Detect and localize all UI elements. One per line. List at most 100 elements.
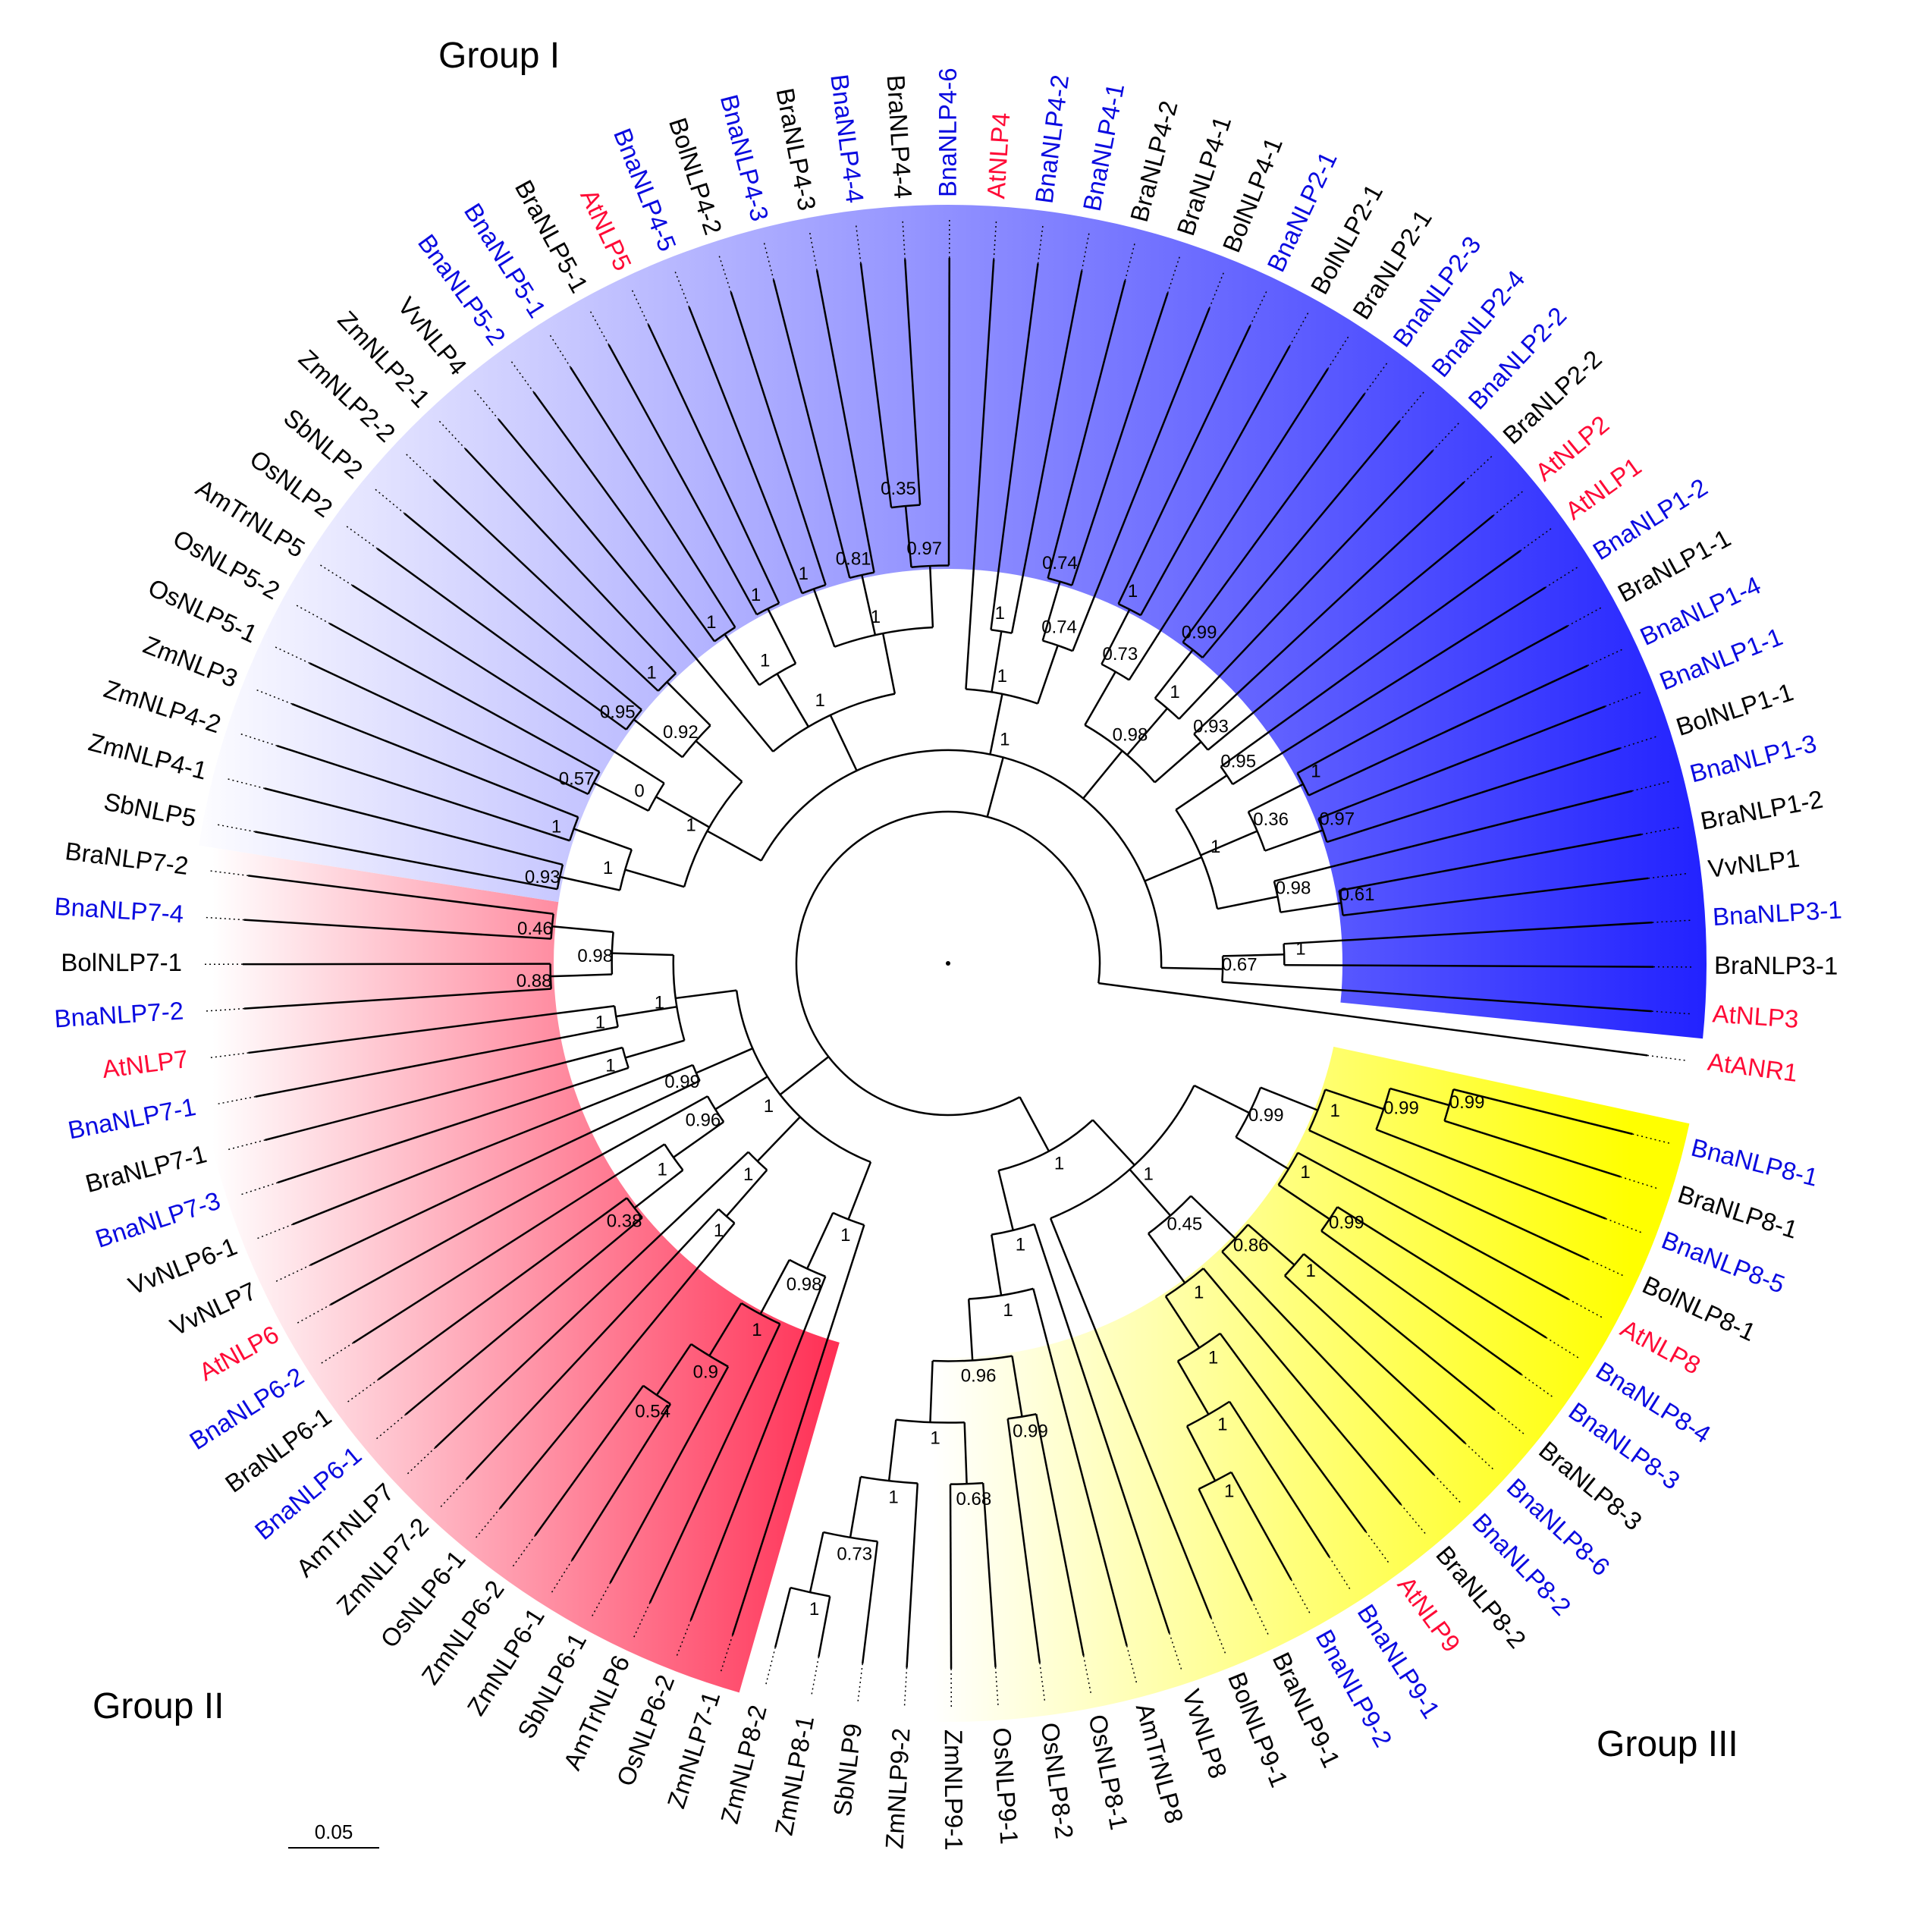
taxon-label: BnaNLP7-1 [66, 1092, 199, 1145]
support-value: 1 [686, 815, 696, 835]
tree-branch [1145, 857, 1201, 881]
tree-branch [616, 1007, 677, 1016]
support-value: 1 [997, 666, 1007, 686]
support-value: 0.74 [1041, 617, 1077, 638]
support-value: 1 [840, 1225, 850, 1246]
support-value: 0.99 [1182, 623, 1217, 643]
support-value: 1 [799, 564, 809, 584]
tree-branch [612, 953, 674, 955]
tree-branch [807, 1213, 833, 1269]
taxon-label: OsNLP8-1 [1084, 1712, 1134, 1832]
tree-branch [1093, 1120, 1135, 1165]
support-value: 0.67 [1222, 955, 1258, 975]
support-value: 0.61 [1339, 884, 1375, 905]
support-value: 1 [1210, 837, 1220, 857]
group-2-title: Group II [93, 1685, 224, 1727]
taxon-label: BraNLP4-3 [771, 86, 821, 212]
support-value: 1 [1016, 1235, 1025, 1255]
tree-branch [552, 926, 614, 932]
taxon-label: BolNLP7-1 [61, 948, 182, 976]
taxon-label: SbNLP5 [102, 787, 199, 832]
support-value: 0.99 [1329, 1213, 1364, 1233]
support-value: 0.97 [1319, 809, 1355, 829]
taxon-label: BnaNLP1-3 [1687, 729, 1819, 788]
support-value: 0.35 [881, 479, 916, 499]
support-value: 1 [1170, 682, 1179, 702]
taxon-label: BraNLP1-2 [1698, 785, 1825, 835]
taxon-label: ZmNLP8-2 [715, 1702, 772, 1827]
tree-branch [1280, 903, 1341, 912]
support-value: 0.86 [1233, 1236, 1269, 1256]
group-3-clade-shading [739, 1047, 1690, 1722]
taxon-label: VvNLP1 [1707, 843, 1801, 882]
taxon-label: BnaNLP4-4 [825, 73, 869, 205]
tree-branch [1155, 742, 1201, 782]
tree-branch [625, 1041, 684, 1058]
support-value: 1 [658, 1159, 667, 1180]
taxon-label: BnaNLP4-1 [1078, 81, 1130, 214]
tree-branch [988, 757, 1003, 816]
support-value: 0.88 [517, 971, 552, 991]
support-value: 0.57 [559, 768, 595, 789]
taxon-label: BraNLP4-2 [1125, 98, 1183, 225]
tree-branch [708, 831, 761, 861]
taxon-label: ZmNLP9-1 [940, 1729, 969, 1851]
tree-branch [1085, 672, 1115, 725]
support-value: 1 [646, 662, 656, 683]
tree-branch [243, 964, 551, 965]
support-value: 1 [743, 1164, 753, 1185]
tree-branch-arc [620, 850, 632, 891]
taxon-label: VvNLP8 [1177, 1685, 1232, 1782]
tree-branch [883, 633, 895, 694]
taxon-label: AmTrNLP8 [1131, 1701, 1189, 1827]
tree-branch [1194, 1085, 1249, 1113]
support-value: 1 [752, 1320, 761, 1340]
taxon-label: BraNLP8-1 [1675, 1180, 1801, 1244]
scale-bar: 0.05 [288, 1820, 379, 1849]
support-value: 0.98 [787, 1274, 822, 1295]
taxon-label: VvNLP7 [166, 1277, 261, 1341]
support-value: 0.93 [1193, 717, 1229, 737]
support-value: 0 [634, 781, 644, 802]
support-value: 0.95 [600, 702, 636, 723]
tree-branch [761, 1260, 790, 1315]
support-value: 1 [1300, 1162, 1310, 1183]
tree-branch [1038, 646, 1057, 704]
taxon-label: BolNLP4-2 [664, 115, 727, 238]
taxon-label: BnaNLP4-6 [934, 68, 962, 197]
support-value: 0.99 [1383, 1098, 1419, 1118]
support-value: 1 [1128, 581, 1138, 602]
taxon-label: AtNLP5 [575, 185, 637, 275]
taxon-label: BraNLP7-2 [64, 837, 190, 880]
support-value: 0.98 [1276, 878, 1311, 899]
support-value: 1 [603, 858, 613, 878]
group-1-title: Group I [438, 35, 560, 77]
support-value: 0.99 [1248, 1105, 1284, 1126]
taxon-label: BraNLP7-1 [83, 1139, 209, 1198]
support-value: 1 [655, 993, 664, 1013]
support-value: 1 [871, 607, 881, 627]
support-value: 0.98 [577, 946, 613, 966]
tree-branch [758, 1117, 800, 1161]
tree-branch [551, 975, 612, 977]
taxon-label: AtNLP8 [1616, 1314, 1706, 1380]
taxon-label: AtNLP7 [101, 1045, 190, 1083]
tree-branch [1201, 831, 1258, 856]
tree-branch [573, 829, 631, 850]
support-value: 1 [1143, 1164, 1153, 1184]
taxon-label: BnaNLP7-4 [54, 892, 185, 928]
support-value: 1 [751, 585, 761, 605]
support-value: 0.45 [1167, 1214, 1203, 1235]
tree-branch [949, 258, 950, 566]
support-value: 0.95 [1220, 752, 1256, 772]
support-value: 1 [995, 603, 1005, 624]
tree-branch [560, 877, 620, 891]
tree-branch [991, 1235, 1001, 1296]
tree-branch [1217, 897, 1278, 909]
support-value: 0.98 [1113, 724, 1148, 745]
taxon-label: BraNLP4-4 [882, 74, 918, 199]
support-value: 1 [551, 817, 561, 837]
support-value: 0.54 [635, 1401, 670, 1422]
taxon-label: ZmNLP8-1 [770, 1714, 820, 1838]
